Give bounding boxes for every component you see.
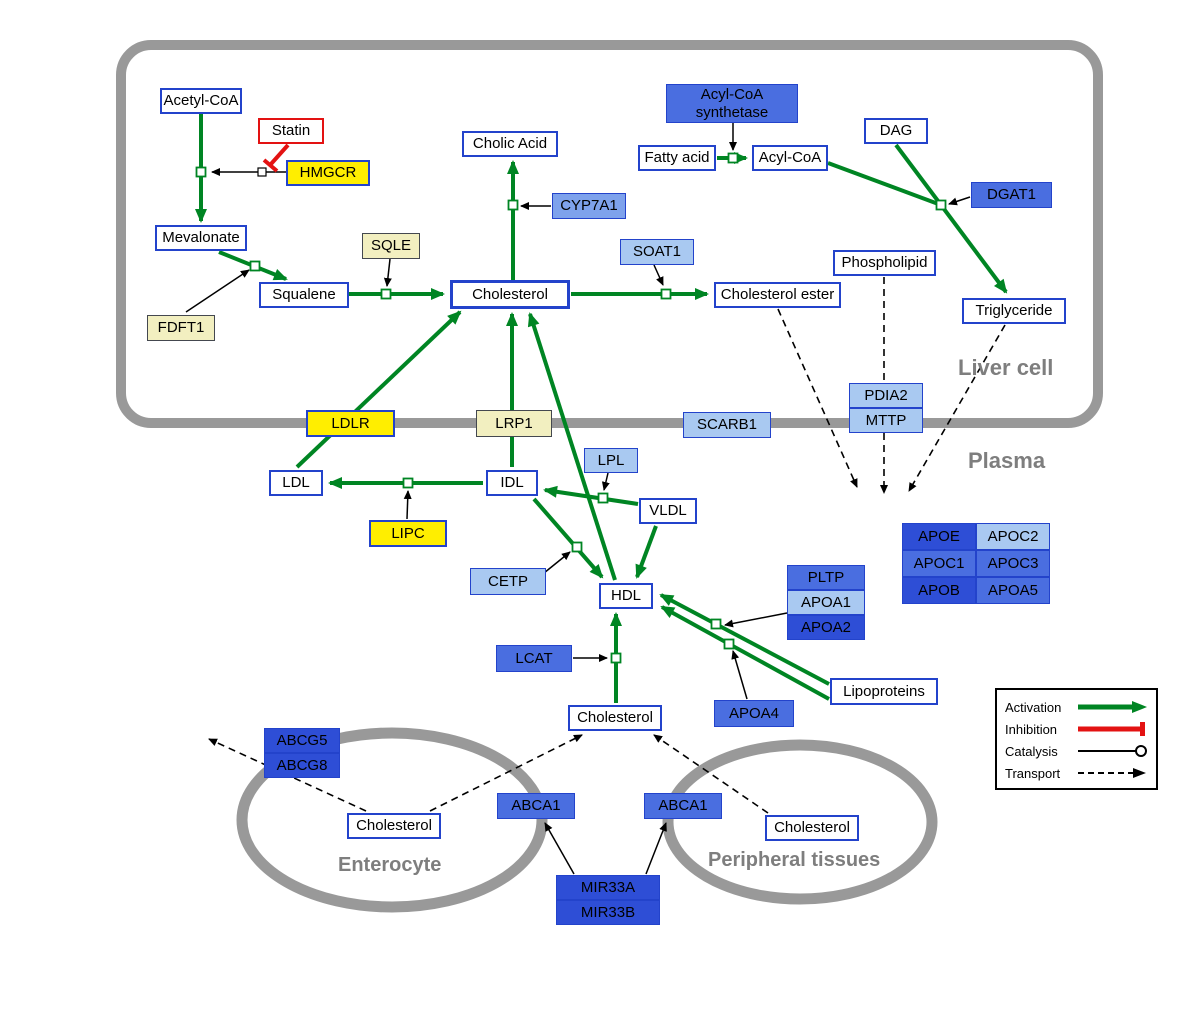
- legend-inhibition-label: Inhibition: [1005, 721, 1058, 737]
- node-lpl[interactable]: LPL: [584, 448, 638, 473]
- node-apoc1[interactable]: APOC1: [902, 550, 976, 577]
- node-cetp[interactable]: CETP: [470, 568, 546, 595]
- transport-arrow-icon: [1078, 768, 1146, 778]
- node-apob[interactable]: APOB: [902, 577, 976, 604]
- node-mttp[interactable]: MTTP: [849, 408, 923, 433]
- node-acetyl-coa[interactable]: Acetyl-CoA: [160, 88, 242, 114]
- node-abcg8[interactable]: ABCG8: [264, 753, 340, 778]
- node-lipc[interactable]: LIPC: [369, 520, 447, 547]
- node-hdl[interactable]: HDL: [599, 583, 653, 609]
- legend-activation-label: Activation: [1005, 699, 1062, 715]
- legend: Activation Inhibition Catalysis Transpor…: [995, 688, 1158, 790]
- node-apoc3[interactable]: APOC3: [976, 550, 1050, 577]
- legend-catalysis-label: Catalysis: [1005, 743, 1058, 759]
- label-liver-cell: Liver cell: [958, 355, 1054, 380]
- node-idl[interactable]: IDL: [486, 470, 538, 496]
- label-enterocyte: Enterocyte: [338, 854, 442, 876]
- node-dgat1[interactable]: DGAT1: [971, 182, 1052, 208]
- node-cholesterol-ester[interactable]: Cholesterol ester: [714, 282, 841, 308]
- legend-row-transport: Transport: [1005, 762, 1148, 784]
- node-triglyceride[interactable]: Triglyceride: [962, 298, 1066, 324]
- node-abcg5[interactable]: ABCG5: [264, 728, 340, 753]
- node-cholesterol-plasma[interactable]: Cholesterol: [568, 705, 662, 731]
- node-pltp[interactable]: PLTP: [787, 565, 865, 590]
- catalysis-edges: [185, 123, 971, 875]
- node-cholesterol-peripheral[interactable]: Cholesterol: [765, 815, 859, 841]
- node-statin[interactable]: Statin: [258, 118, 324, 144]
- reaction-nodes: [195, 152, 947, 664]
- node-sqle[interactable]: SQLE: [362, 233, 420, 259]
- catalysis-circle-icon: [1078, 745, 1147, 757]
- node-fdft1[interactable]: FDFT1: [147, 315, 215, 341]
- inhibition-edge: [262, 143, 290, 173]
- node-cholesterol-enterocyte[interactable]: Cholesterol: [347, 813, 441, 839]
- node-cholic-acid[interactable]: Cholic Acid: [462, 131, 558, 157]
- node-apoa4[interactable]: APOA4: [714, 700, 794, 727]
- node-lrp1[interactable]: LRP1: [476, 410, 552, 437]
- node-apoe[interactable]: APOE: [902, 523, 976, 550]
- node-ldlr[interactable]: LDLR: [306, 410, 395, 437]
- peripheral-tissues-membrane: [662, 739, 938, 905]
- node-vldl[interactable]: VLDL: [639, 498, 697, 524]
- node-mir33b[interactable]: MIR33B: [556, 900, 660, 925]
- legend-row-activation: Activation: [1005, 696, 1148, 718]
- legend-row-catalysis: Catalysis: [1005, 740, 1148, 762]
- node-cyp7a1[interactable]: CYP7A1: [552, 193, 626, 219]
- enterocyte-membrane: [236, 727, 548, 913]
- node-ldl[interactable]: LDL: [269, 470, 323, 496]
- node-lipoproteins[interactable]: Lipoproteins: [830, 678, 938, 705]
- node-squalene[interactable]: Squalene: [259, 282, 349, 308]
- node-phospholipid[interactable]: Phospholipid: [833, 250, 936, 276]
- node-apoa1[interactable]: APOA1: [787, 590, 865, 615]
- node-soat1[interactable]: SOAT1: [620, 239, 694, 265]
- node-apoc2[interactable]: APOC2: [976, 523, 1050, 550]
- node-hmgcr[interactable]: HMGCR: [286, 160, 370, 186]
- node-dag[interactable]: DAG: [864, 118, 928, 144]
- activation-edges: [195, 114, 1008, 703]
- node-pdia2[interactable]: PDIA2: [849, 383, 923, 408]
- inhibition-tee-icon: [1078, 722, 1145, 736]
- node-apoa2[interactable]: APOA2: [787, 615, 865, 640]
- node-cholesterol-liver[interactable]: Cholesterol: [450, 280, 570, 309]
- liver-cell-membrane: [116, 40, 1103, 428]
- node-fatty-acid[interactable]: Fatty acid: [638, 145, 716, 171]
- node-acyl-coa[interactable]: Acyl-CoA: [752, 145, 828, 171]
- node-mir33a[interactable]: MIR33A: [556, 875, 660, 900]
- legend-row-inhibition: Inhibition: [1005, 718, 1148, 740]
- node-lcat[interactable]: LCAT: [496, 645, 572, 672]
- node-scarb1[interactable]: SCARB1: [683, 412, 771, 438]
- node-abca1-right[interactable]: ABCA1: [644, 793, 722, 819]
- node-acyl-coa-synthetase[interactable]: Acyl-CoA synthetase: [666, 84, 798, 123]
- activation-arrow-icon: [1078, 701, 1147, 713]
- node-apoa5[interactable]: APOA5: [976, 577, 1050, 604]
- node-abca1-left[interactable]: ABCA1: [497, 793, 575, 819]
- label-plasma: Plasma: [968, 448, 1046, 473]
- node-mevalonate[interactable]: Mevalonate: [155, 225, 247, 251]
- label-peripheral-tissues: Peripheral tissues: [708, 849, 881, 871]
- legend-transport-label: Transport: [1005, 765, 1061, 781]
